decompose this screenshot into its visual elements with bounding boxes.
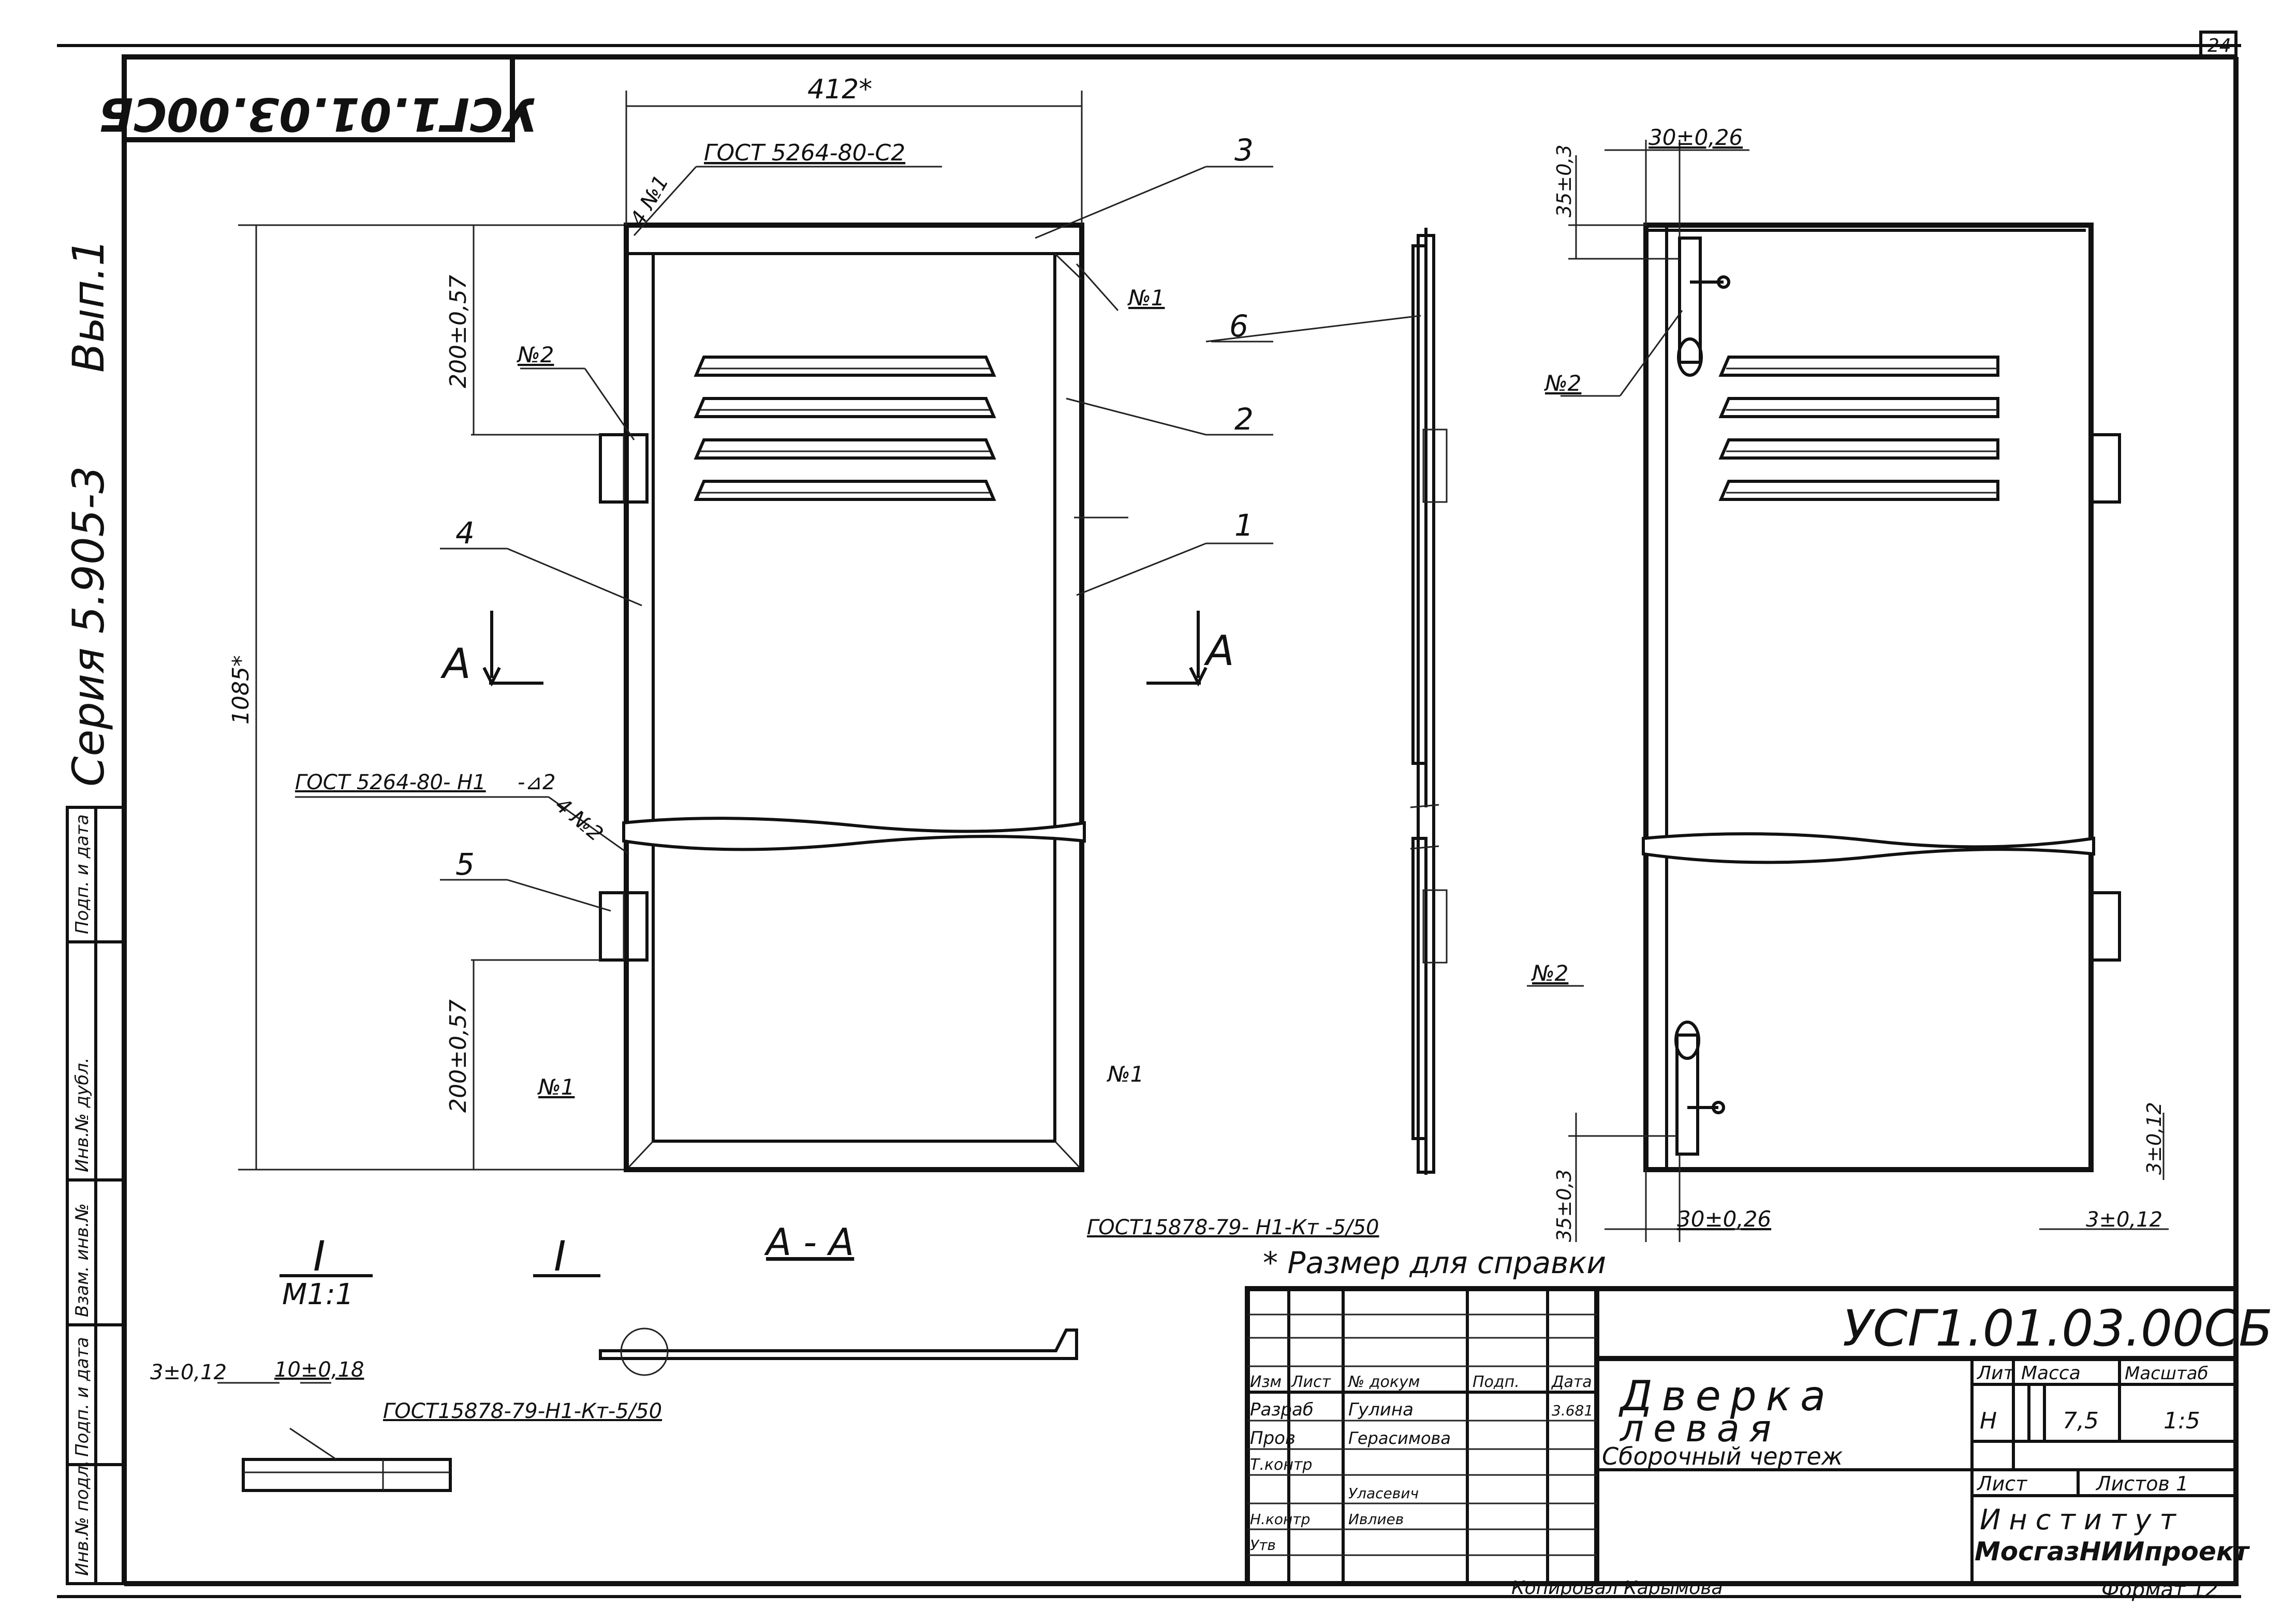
detail-dim-a: 3±0,12 [150,1361,227,1384]
stamp-inv-podl: Инв.№ подл. [72,1460,93,1576]
tb-head-izm: Изм [1250,1373,1282,1391]
tb-scale: 1:5 [2163,1408,2200,1434]
tb-role-utv: Утв [1250,1537,1276,1554]
tb-lit: Н [1980,1408,1997,1434]
detail-weld: ГОСТ15878-79-Н1-Кт-5/50 [383,1399,662,1423]
detail-dim-b: 10±0,18 [274,1358,364,1382]
tb-title-1: Дверка [1618,1372,1835,1420]
weld-middle-n: 4 №2 [551,793,608,846]
tb-sheet-label: Лист [1976,1472,2028,1495]
tb-scale-label: Масштаб [2125,1363,2209,1384]
tb-code: УСГ1.01.03.00СБ [1843,1300,2273,1357]
tb-role-nkontr: Н.контр [1250,1511,1310,1528]
pos-3: 3 [1234,132,1254,168]
detail-scale: М1:1 [282,1278,354,1311]
rotated-code-box: УСГ1.01.03.00СБ [98,54,538,142]
mark-n1-bottom-left: №1 [537,1074,575,1100]
dim-rear-bot-v: 35±0,3 [1553,1169,1576,1242]
section-title: А - А [764,1220,854,1264]
tb-subtitle: Сборочный чертеж [1602,1442,1843,1470]
tb-date: 3.681 [1552,1402,1593,1419]
tb-mass: 7,5 [2063,1408,2099,1434]
detail-roman: I [313,1232,326,1280]
dim-hinge-bottom: 200±0,57 [445,999,472,1113]
issue-label: Вып.1 [63,239,114,373]
louvres [694,356,996,501]
door-side-section [1205,228,1448,1175]
dim-width: 412* [807,74,872,105]
rear-hinge-bottom [2089,891,2121,962]
dimension-lines-rear [1527,140,2169,1242]
section-a-left: А [440,640,471,688]
side-stamp [66,806,126,1585]
pos-1: 1 [1234,508,1254,543]
mark-n2-rear-bottom: №2 [1531,961,1568,986]
tb-lit-label: Лит [1976,1363,2014,1384]
sheet-number: 24 [2207,35,2231,56]
detail-view [217,1274,1078,1492]
tb-org-1: Институт [1980,1503,2184,1536]
tb-mass-label: Масса [2021,1363,2081,1384]
weld-middle: ГОСТ 5264-80- Н1 [295,771,486,794]
weld-leaders [295,166,1128,855]
tb-role-razrab: Разраб [1250,1399,1314,1420]
position-leaders [440,166,1273,912]
door-rear-view [1642,223,2121,1172]
tb-org-2: МосгазНИИпроект [1975,1537,2250,1567]
section-a-right: А [1203,627,1234,675]
tb-name-2: Герасимова [1348,1428,1451,1448]
stamp-podp-data: Подп. и дата [72,1337,93,1457]
format-label: Формат 12 [2101,1578,2218,1602]
tb-name-5: Ивлиев [1348,1511,1404,1528]
stamp-vzam-inv: Взам. инв.№ [72,1203,93,1317]
rear-louvres [1718,356,1999,501]
mark-n1-bottom-right: №1 [1107,1061,1144,1087]
mark-n1-top: №1 [1127,285,1165,311]
dim-height: 1085* [228,655,254,725]
weld-middle-sym: -⊿2 [518,771,555,794]
tb-head-list: Лист [1291,1373,1332,1391]
tb-role-tkontr: Т.контр [1250,1456,1312,1474]
stamp-podp-data-2: Подп. и дата [72,814,93,934]
dim-hinge-top: 200±0,57 [445,275,472,388]
weld-bottom: ГОСТ15878-79- Н1-Кт -5/50 [1087,1216,1379,1239]
latch-top [1677,237,1730,377]
tb-sheets-label: Листов 1 [2095,1472,2188,1495]
tb-role-prov: Пров [1250,1428,1296,1449]
series-label: Серия 5.905-3 [63,466,114,787]
mark-n2-left: №2 [517,342,554,367]
pos-4: 4 [455,515,475,551]
sheet-frame [57,31,2241,1598]
section-markers [482,611,1208,687]
dim-rear-bot-h: 30±0,26 [1677,1206,1771,1232]
latch-bottom [1674,1021,1725,1156]
weld-top: ГОСТ 5264-80-С2 [704,140,905,166]
pos-6: 6 [1229,308,1248,344]
dim-rear-top-h: 30±0,26 [1649,125,1743,150]
tb-name-1: Гулина [1348,1399,1414,1420]
dim-rear-top-v: 35±0,3 [1553,144,1576,217]
tb-head-data: Дата [1551,1373,1592,1391]
pos-2: 2 [1234,402,1254,437]
rotated-doc-code: УСГ1.01.03.00СБ [98,87,538,141]
mark-n2-rear-top: №2 [1544,371,1581,396]
reference-note: * Размер для справки [1263,1245,1606,1280]
tb-title-2: левая [1619,1407,1780,1450]
title-block [1245,1286,2239,1586]
stamp-inv-dubl: Инв.№ дубл. [72,1057,93,1172]
rear-hinge-top [2089,433,2121,504]
door-front-view [599,223,1086,1172]
dim-rear-edge-h: 3±0,12 [2086,1208,2162,1232]
pos-5: 5 [455,847,475,882]
tb-name-4: Уласевич [1348,1485,1419,1502]
dim-rear-edge-v: 3±0,12 [2143,1102,2166,1175]
tb-head-docum: № докум [1347,1373,1420,1391]
tb-head-podp: Подп. [1473,1373,1520,1391]
detail-roman-2: I [554,1232,566,1280]
dimension-lines-front [238,91,1083,1171]
copied-by: Копировал Карымова [1511,1577,1723,1599]
